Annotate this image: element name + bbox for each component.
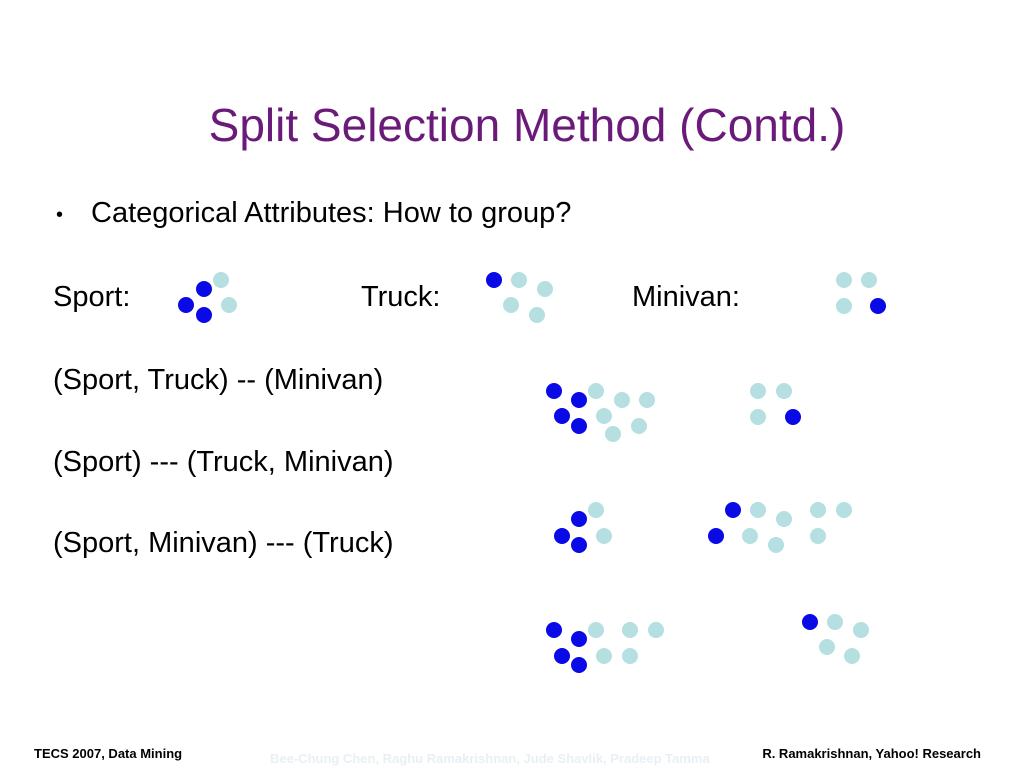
split3-left-dots <box>546 622 664 673</box>
dot-light <box>596 648 612 664</box>
truck-dots <box>486 272 553 323</box>
split2-right-dots <box>708 502 852 553</box>
dot-light <box>614 392 630 408</box>
dot-light <box>776 511 792 527</box>
dot-light <box>588 383 604 399</box>
dot-light <box>844 648 860 664</box>
label-sport: Sport: <box>53 281 131 313</box>
split1-left-dots <box>546 383 655 442</box>
bullet-text: Categorical Attributes: How to group? <box>91 197 572 229</box>
footer-left: TECS 2007, Data Mining <box>34 746 183 761</box>
split3-right-dots <box>802 614 869 664</box>
slide-title: Split Selection Method (Contd.) <box>208 99 846 151</box>
dot-light <box>768 537 784 553</box>
dot-light <box>588 622 604 638</box>
dot-light <box>853 622 869 638</box>
dot-light <box>750 383 766 399</box>
dot-dark <box>571 392 587 408</box>
split2-left-dots <box>554 502 612 553</box>
dot-dark <box>802 614 818 630</box>
dot-dark <box>725 502 741 518</box>
sport-dots <box>178 272 237 323</box>
dot-light <box>750 409 766 425</box>
dot-light <box>631 418 647 434</box>
dot-light <box>596 408 612 424</box>
dot-light <box>639 392 655 408</box>
dot-light <box>213 272 229 288</box>
dot-dark <box>554 528 570 544</box>
dot-dark <box>785 409 801 425</box>
dot-dark <box>546 383 562 399</box>
dot-dark <box>486 272 502 288</box>
split-option-2: (Sport) --- (Truck, Minivan) <box>53 446 394 478</box>
dot-dark <box>571 511 587 527</box>
dot-dark <box>178 297 194 313</box>
dot-dark <box>554 648 570 664</box>
dot-light <box>827 614 843 630</box>
dot-light <box>648 622 664 638</box>
label-truck: Truck: <box>361 281 441 313</box>
dot-dark <box>571 631 587 647</box>
dot-dark <box>571 657 587 673</box>
dot-light <box>605 426 621 442</box>
dot-dark <box>554 408 570 424</box>
dot-light <box>861 272 877 288</box>
label-minivan: Minivan: <box>632 281 740 313</box>
dot-light <box>836 298 852 314</box>
dot-light <box>810 502 826 518</box>
dot-light <box>836 502 852 518</box>
bullet-marker: • <box>56 204 64 226</box>
dot-light <box>750 502 766 518</box>
dot-dark <box>708 528 724 544</box>
dot-light <box>596 528 612 544</box>
dot-light <box>622 622 638 638</box>
dot-dark <box>571 537 587 553</box>
dot-light <box>810 528 826 544</box>
dot-dark <box>546 622 562 638</box>
minivan-dots <box>836 272 886 314</box>
dot-dark <box>571 418 587 434</box>
split-option-1: (Sport, Truck) -- (Minivan) <box>53 364 384 396</box>
dot-dark <box>196 281 212 297</box>
dot-light <box>511 272 527 288</box>
dot-light <box>221 297 237 313</box>
dot-light <box>537 281 553 297</box>
dot-light <box>836 272 852 288</box>
footer-right: R. Ramakrishnan, Yahoo! Research <box>762 746 981 761</box>
dot-light <box>819 639 835 655</box>
dot-light <box>588 502 604 518</box>
split1-right-dots <box>750 383 801 425</box>
footer-authors: Bee-Chung Chen, Raghu Ramakrishnan, Jude… <box>270 751 710 766</box>
dot-light <box>776 383 792 399</box>
dot-dark <box>196 307 212 323</box>
dot-light <box>622 648 638 664</box>
dot-light <box>742 528 758 544</box>
dot-light <box>529 307 545 323</box>
dot-light <box>503 297 519 313</box>
dot-dark <box>870 298 886 314</box>
split-option-3: (Sport, Minivan) --- (Truck) <box>53 527 394 559</box>
